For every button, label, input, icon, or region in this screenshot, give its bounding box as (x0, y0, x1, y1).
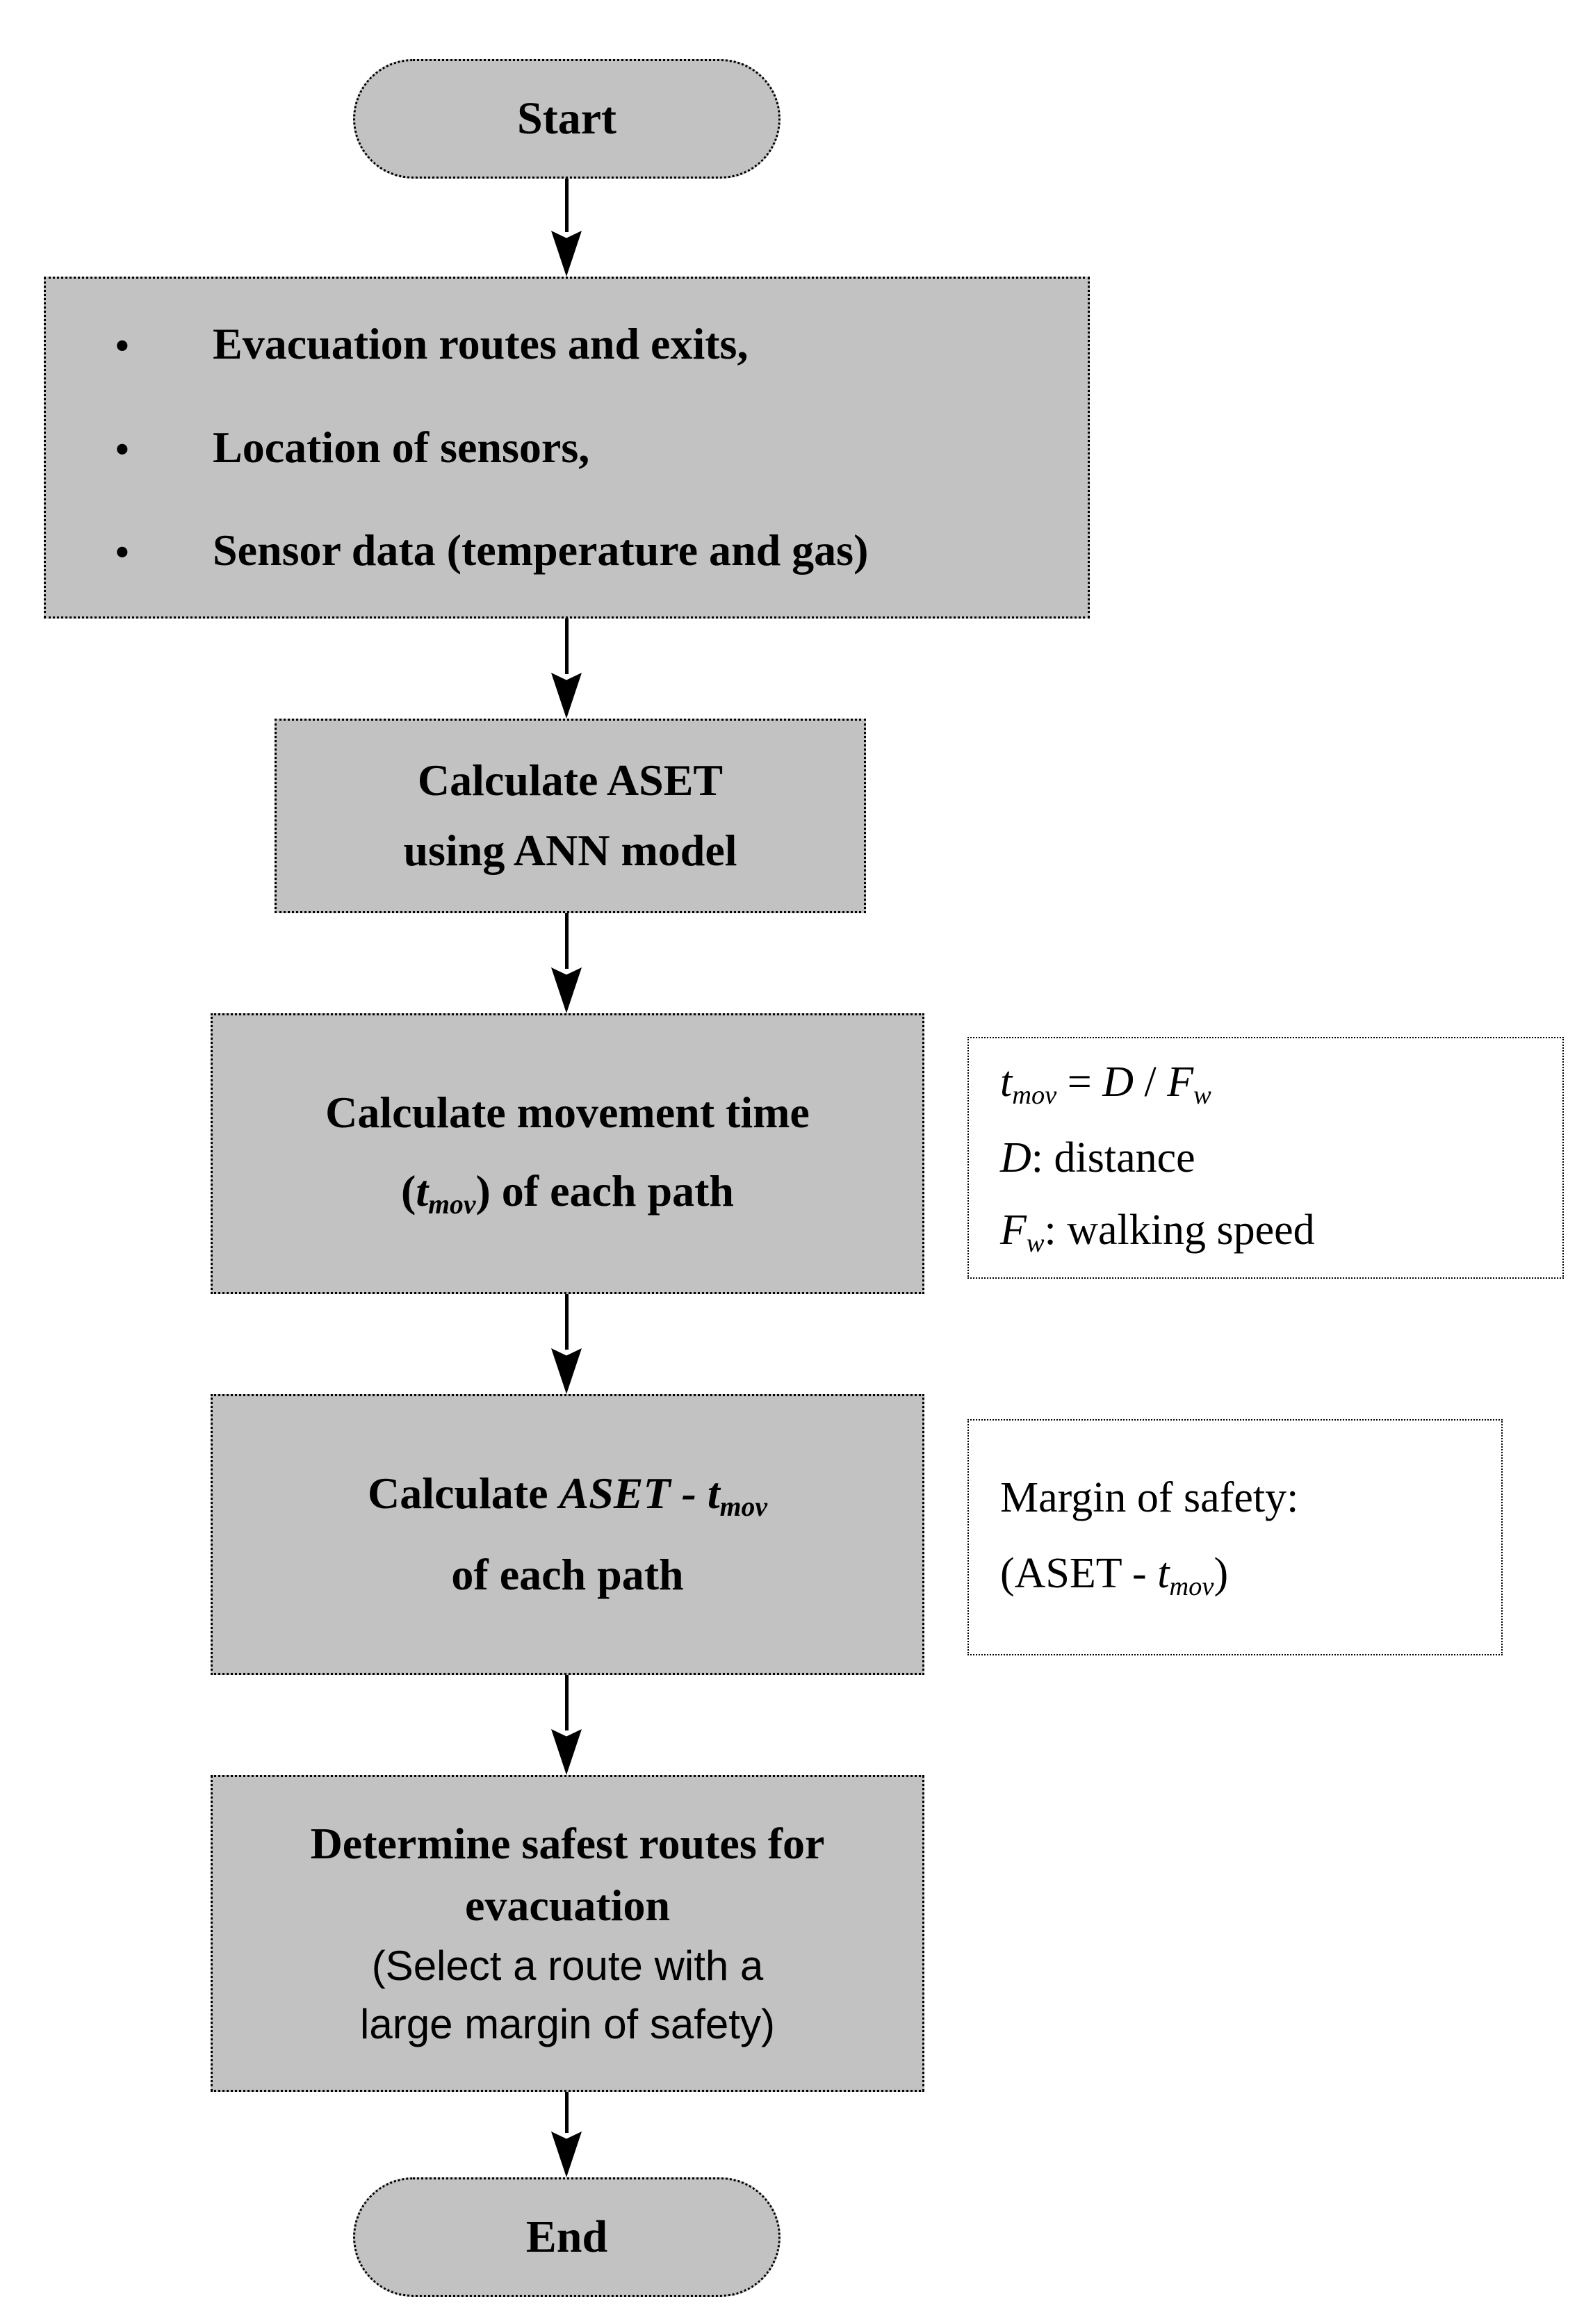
line-rest: ) of each path (475, 1165, 734, 1216)
formula-line: tmov = D / Fw (1000, 1056, 1211, 1111)
list-item: • Location of sensors, (46, 421, 1088, 475)
note-line: (ASET - tmov) (1000, 1548, 1228, 1603)
subscript-mov: mov (1012, 1080, 1057, 1110)
flow-arrow-2 (551, 619, 582, 719)
var-aset: ASET - (559, 1468, 708, 1518)
arrow-head-icon (551, 967, 582, 1013)
var-d: D (1102, 1058, 1134, 1106)
arrow-stem (564, 1294, 569, 1350)
formula-line: Fw: walking speed (1000, 1204, 1315, 1259)
process-line: of each path (451, 1550, 684, 1600)
subscript-mov: mov (1169, 1571, 1214, 1601)
var-t: t (416, 1165, 429, 1216)
formula-line: D: distance (1000, 1132, 1195, 1184)
note-line: Margin of safety: (1000, 1474, 1299, 1522)
note-box-formula: tmov = D / Fw D: distance Fw: walking sp… (967, 1037, 1564, 1279)
arrow-head-icon (551, 231, 582, 277)
start-terminator: Start (353, 59, 781, 179)
arrow-stem (564, 2092, 569, 2133)
definition-text: : walking speed (1044, 1206, 1315, 1254)
line-prefix: Calculate (368, 1468, 559, 1518)
arrow-head-icon (551, 673, 582, 719)
subscript-mov: mov (719, 1491, 767, 1522)
flow-arrow-4 (551, 1294, 582, 1394)
bullet-icon: • (115, 531, 129, 575)
slash: / (1134, 1058, 1168, 1106)
paren-close: ) (1214, 1549, 1229, 1597)
arrow-stem (564, 1675, 569, 1730)
process-box-movement-time: Calculate movement time (tmov) of each p… (211, 1013, 924, 1294)
process-box-margin-calc: Calculate ASET - tmov of each path (211, 1394, 924, 1675)
var-f: F (1000, 1206, 1027, 1254)
arrow-head-icon (551, 1348, 582, 1394)
input-item-label: Location of sensors, (213, 422, 590, 472)
process-line: evacuation (464, 1881, 671, 1930)
process-line: Determine safest routes for (310, 1819, 825, 1869)
arrow-stem (564, 619, 569, 674)
input-data-box: • Evacuation routes and exits, • Locatio… (44, 277, 1090, 619)
process-line: Calculate movement time (325, 1087, 810, 1137)
list-item: • Evacuation routes and exits, (46, 318, 1088, 371)
paren-aset: (ASET - (1000, 1549, 1158, 1597)
end-terminator: End (353, 2177, 781, 2297)
process-line: Calculate ASET (417, 755, 724, 805)
input-item-label: Sensor data (temperature and gas) (213, 525, 869, 575)
var-d: D (1000, 1134, 1031, 1181)
flow-arrow-1 (551, 179, 582, 277)
var-f: F (1167, 1058, 1194, 1106)
list-item: • Sensor data (temperature and gas) (46, 524, 1088, 578)
arrow-stem (564, 179, 569, 232)
process-box-determine-routes: Determine safest routes for evacuation (… (211, 1775, 924, 2092)
process-subline: (Select a route with a (371, 1942, 764, 1989)
var-t: t (1157, 1549, 1170, 1597)
definition-text: : distance (1031, 1134, 1195, 1181)
process-line: using ANN model (403, 826, 737, 875)
bullet-icon: • (115, 427, 129, 471)
equals: = (1056, 1058, 1103, 1106)
bullet-icon: • (115, 324, 129, 368)
process-subline: large margin of safety) (360, 2000, 775, 2047)
start-label: Start (517, 93, 616, 144)
paren: ( (401, 1165, 416, 1216)
flow-arrow-3 (551, 913, 582, 1013)
subscript-w: w (1193, 1080, 1211, 1110)
var-t: t (707, 1468, 720, 1518)
input-item-label: Evacuation routes and exits, (213, 318, 749, 368)
arrow-head-icon (551, 2131, 582, 2177)
var-t: t (1000, 1058, 1013, 1106)
arrow-stem (564, 913, 569, 969)
process-box-calculate-aset: Calculate ASET using ANN model (275, 719, 866, 913)
flow-arrow-5 (551, 1675, 582, 1775)
flow-arrow-6 (551, 2092, 582, 2177)
arrow-head-icon (551, 1729, 582, 1775)
subscript-w: w (1026, 1228, 1045, 1258)
process-line: (tmov) of each path (401, 1165, 734, 1222)
note-box-margin-of-safety: Margin of safety: (ASET - tmov) (967, 1419, 1503, 1655)
subscript-mov: mov (428, 1188, 476, 1220)
process-line: Calculate ASET - tmov (368, 1467, 767, 1524)
end-label: End (525, 2211, 608, 2262)
